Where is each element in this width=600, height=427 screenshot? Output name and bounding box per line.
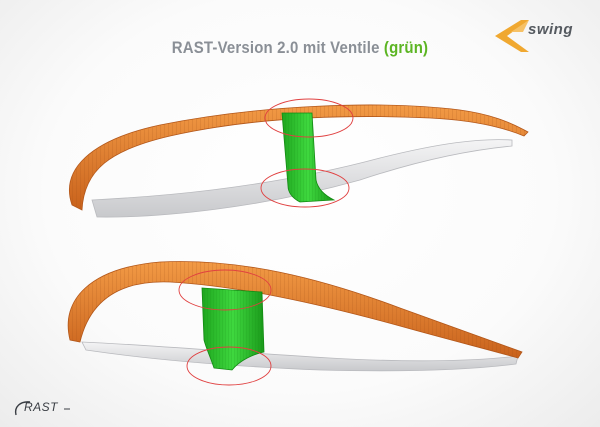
brand-name: swing: [528, 21, 574, 38]
bottom-valve-highlight-upper: [178, 269, 272, 311]
bottom-lower-surface: [81, 341, 519, 372]
title-text: RAST-Version 2.0 mit Ventile: [171, 38, 384, 57]
top-wing-section: [69, 98, 529, 218]
rast-logo-icon: [14, 401, 70, 416]
bottom-wing-section: [67, 261, 523, 386]
swing-chevron-logo-icon: [495, 20, 529, 52]
title-accent: (grün): [383, 38, 429, 57]
page-title: RAST-Version 2.0 mit Ventile (grün): [36, 38, 564, 58]
top-valve-highlight-lower: [260, 168, 350, 208]
rast-name: RAST: [24, 400, 59, 414]
top-valve-highlight-upper: [264, 98, 354, 138]
bottom-valve-highlight-lower: [186, 346, 272, 386]
